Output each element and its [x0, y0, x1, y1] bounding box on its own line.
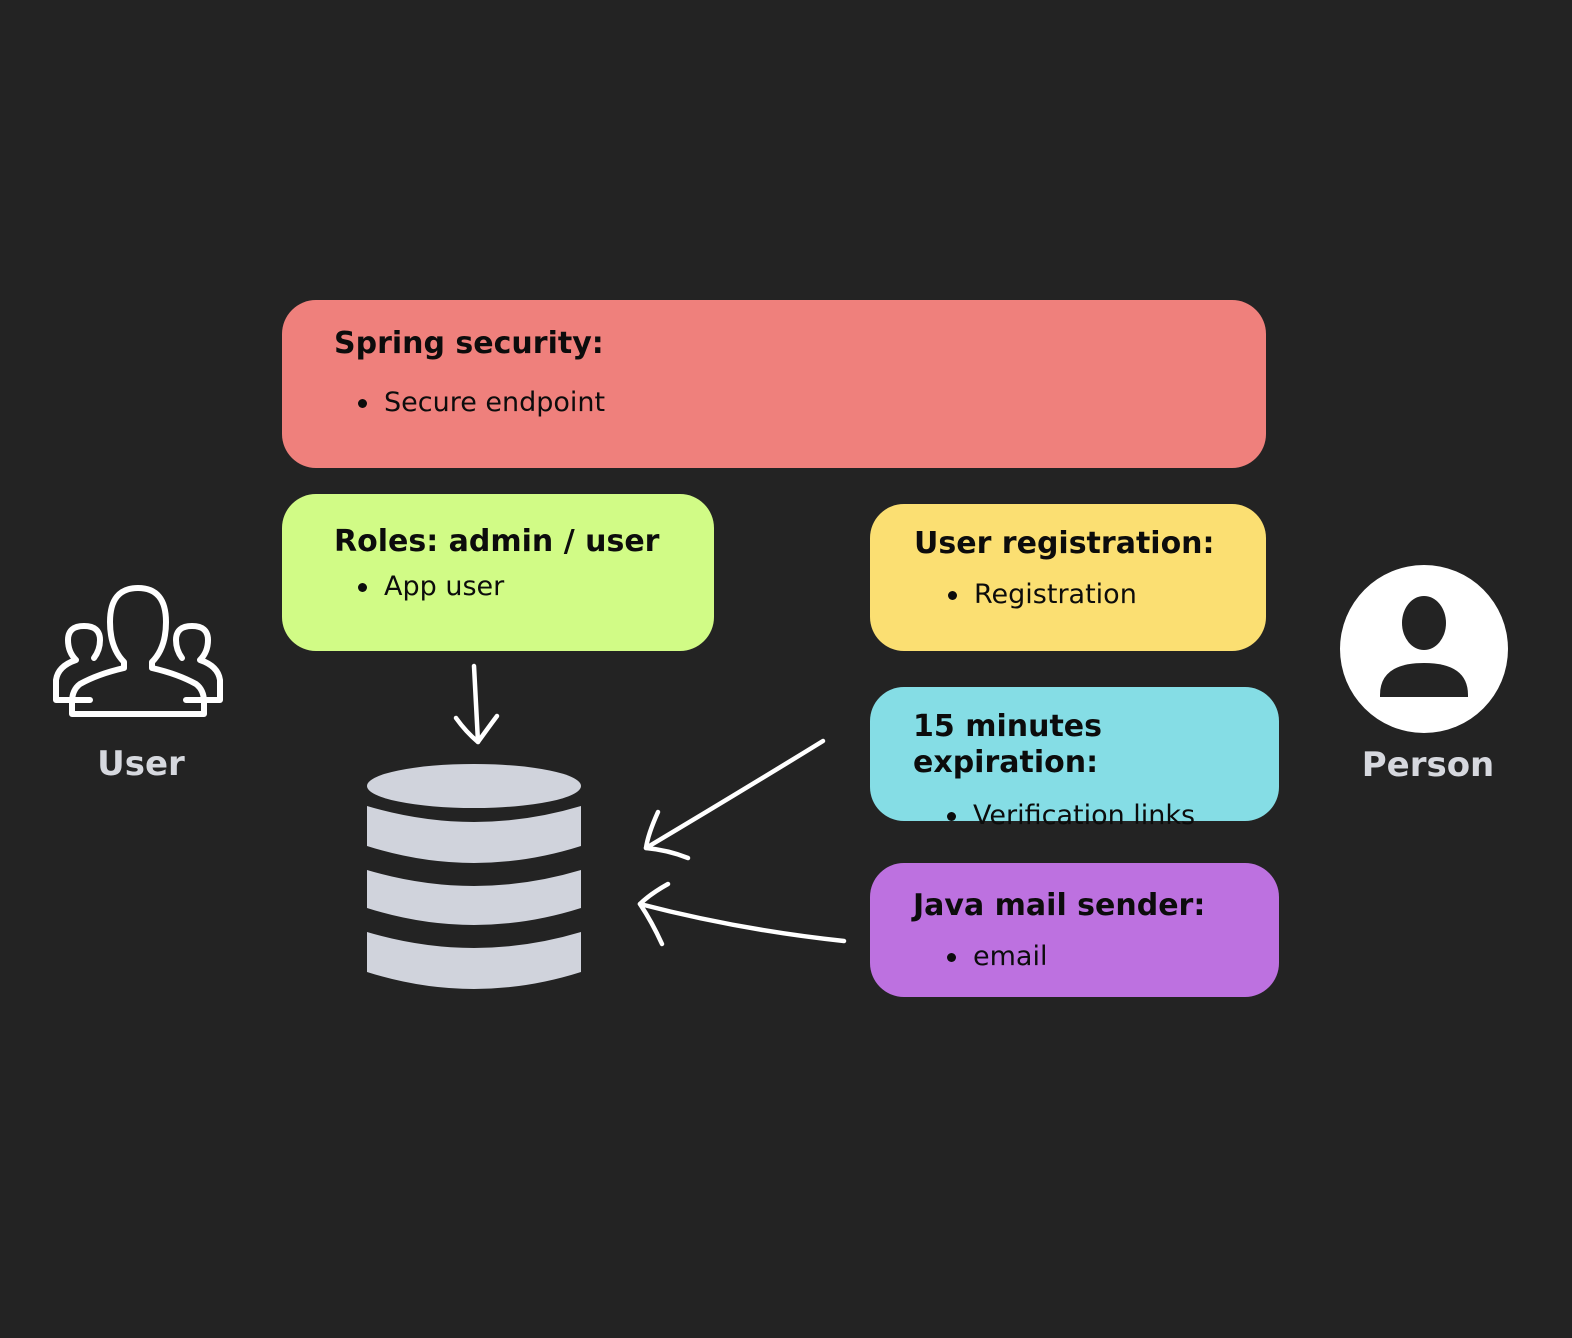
user-label: User — [97, 744, 185, 784]
list-item: email — [947, 940, 1279, 974]
expiration-list: Verification links — [947, 799, 1279, 833]
user-registration-list: Registration — [948, 578, 1266, 612]
users-group-icon — [53, 585, 223, 717]
mail-sender-box: Java mail sender: email — [870, 863, 1279, 997]
database-icon — [367, 764, 581, 989]
person-circle-icon — [1340, 565, 1508, 733]
list-item: Registration — [948, 578, 1266, 612]
user-registration-box: User registration: Registration — [870, 504, 1266, 651]
expiration-title: 15 minutes expiration: — [913, 709, 1102, 780]
user-registration-title: User registration: — [914, 526, 1215, 561]
mail-sender-title: Java mail sender: — [913, 888, 1206, 923]
spring-security-title: Spring security: — [334, 326, 604, 361]
list-item: Verification links — [947, 799, 1279, 833]
spring-security-list: Secure endpoint — [358, 386, 1266, 420]
list-item: App user — [358, 570, 714, 604]
expiration-box: 15 minutes expiration: Verification link… — [870, 687, 1279, 831]
arrow-down-icon — [453, 663, 500, 745]
roles-box: Roles: admin / user App user — [282, 494, 714, 651]
arrow-left-icon — [637, 881, 847, 947]
arrow-left-icon — [643, 738, 826, 861]
mail-sender-list: email — [947, 940, 1279, 974]
list-item: Secure endpoint — [358, 386, 1266, 420]
person-label: Person — [1361, 745, 1495, 785]
spring-security-box: Spring security: Secure endpoint — [282, 300, 1266, 468]
roles-title: Roles: admin / user — [334, 524, 660, 559]
roles-list: App user — [358, 570, 714, 604]
